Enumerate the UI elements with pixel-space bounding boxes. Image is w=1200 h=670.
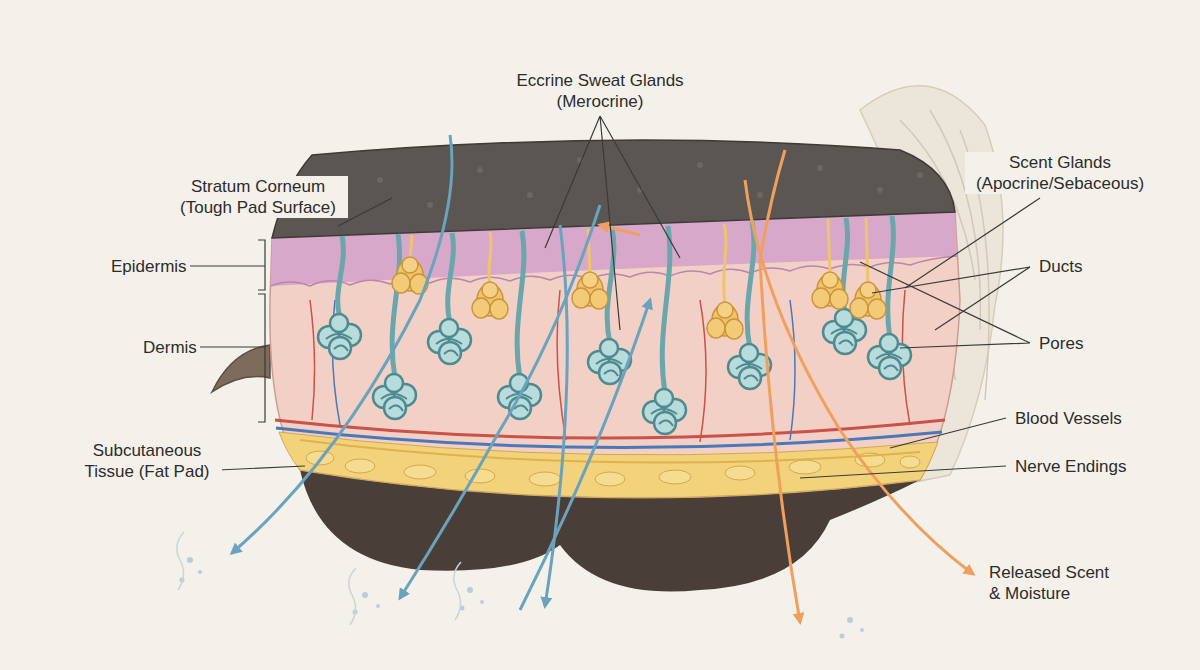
part-label: Blood Vessels: [1012, 408, 1125, 429]
part-label: Scent Glands (Apocrine/Sebaceous): [965, 152, 1155, 194]
part-label: Stratum Corneum (Tough Pad Surface): [168, 176, 348, 218]
part-label: Eccrine Sweat Glands (Merocrine): [505, 70, 695, 112]
part-label: Pores: [1036, 333, 1086, 354]
part-label: Subcutaneous Tissue (Fat Pad): [72, 440, 222, 482]
part-label: Epidermis: [108, 256, 190, 277]
part-label: Nerve Endings: [1012, 456, 1130, 477]
part-label: Ducts: [1036, 256, 1085, 277]
part-label: Dermis: [140, 337, 200, 358]
part-label: Released Scent & Moisture: [986, 562, 1116, 604]
